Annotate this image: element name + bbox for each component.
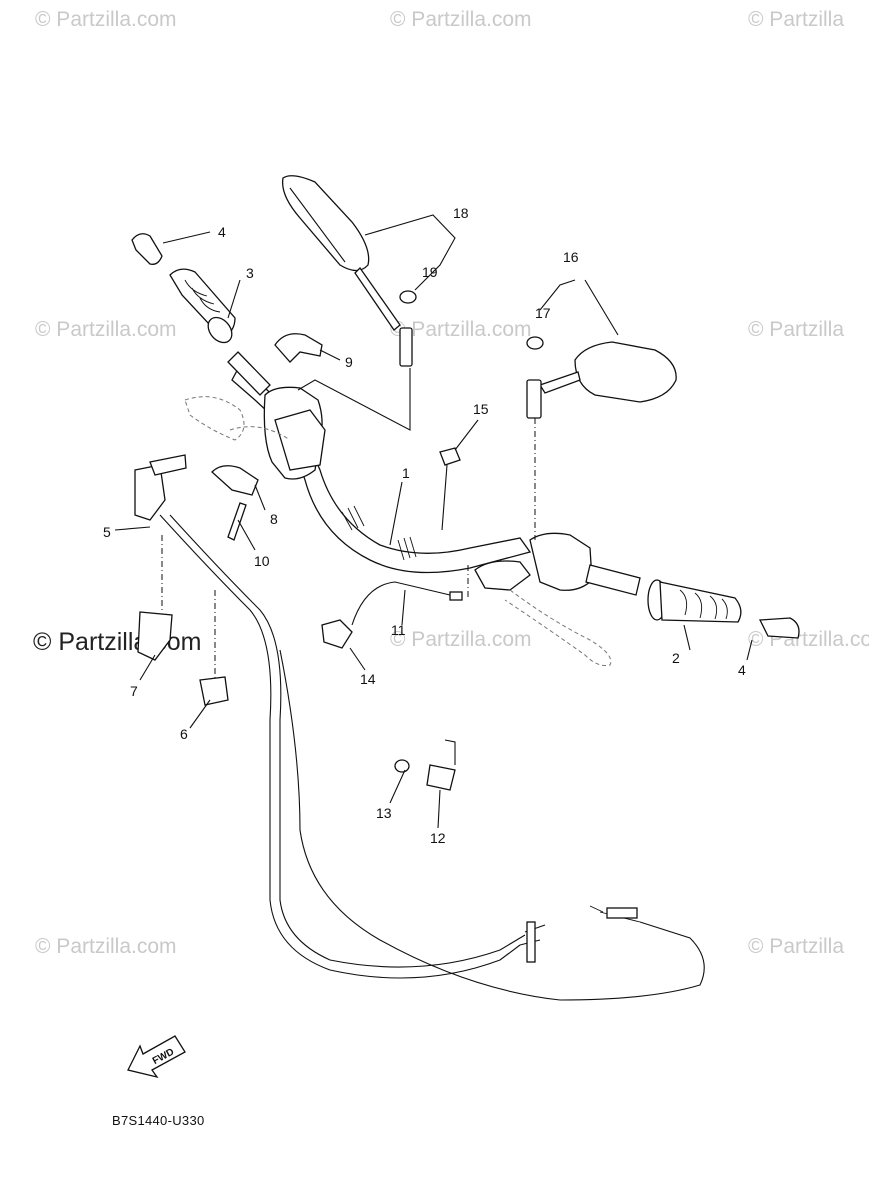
watermark: © Partzilla [748, 318, 844, 341]
callout-19: 19 [422, 264, 438, 280]
callout-4: 4 [218, 224, 226, 240]
cable-adjuster [526, 921, 536, 963]
callout-6: 6 [180, 726, 188, 742]
watermark: © Partzilla.com [35, 318, 177, 341]
callout-9: 9 [345, 354, 353, 370]
left-switch-assembly [184, 386, 326, 480]
bolt-13 [394, 759, 410, 773]
callout-4-right: 4 [738, 662, 746, 678]
holder-8 [211, 465, 259, 496]
bracket-12 [426, 764, 456, 791]
bar-end-weight-left [131, 233, 163, 265]
callout-8: 8 [270, 511, 278, 527]
callout-13: 13 [376, 805, 392, 821]
switch-lead-11 [351, 581, 451, 626]
callout-10: 10 [254, 553, 270, 569]
cable-end [606, 907, 638, 919]
callout-1: 1 [402, 465, 410, 481]
watermark: © Partzilla.com [35, 935, 177, 958]
callout-18: 18 [453, 205, 469, 221]
leader-lines [114, 214, 753, 829]
bar-end-weight-right [758, 617, 800, 639]
callout-12: 12 [430, 830, 446, 846]
left-grip [169, 268, 271, 396]
cable-tie-15 [439, 447, 461, 466]
callout-17: 17 [535, 305, 551, 321]
diagram-code: B7S1440-U330 [112, 1113, 205, 1128]
mirror-left [281, 175, 413, 367]
watermark: © Partzilla.com [390, 318, 532, 341]
watermark: © Partzilla.com [35, 8, 177, 31]
watermark-main: © Partzilla.com [33, 628, 202, 656]
watermark: © Partzilla [748, 8, 844, 31]
callout-2: 2 [672, 650, 680, 666]
throttle-cables [159, 514, 705, 1001]
fwd-arrow-icon: FWD [127, 1035, 186, 1079]
mirror-cap-17 [526, 336, 544, 350]
clamp-9 [274, 333, 323, 363]
callout-15: 15 [473, 401, 489, 417]
switch-connector [449, 591, 463, 601]
callout-5: 5 [103, 524, 111, 540]
callout-11: 11 [391, 622, 406, 638]
screw-10 [227, 502, 247, 541]
guide-7 [137, 611, 173, 661]
right-grip [585, 564, 742, 623]
mirror-right [526, 341, 677, 419]
throttle-pipe [149, 454, 187, 476]
bracket-arm [444, 739, 456, 765]
clamp-14 [321, 619, 353, 649]
mirror-cap-19 [399, 290, 417, 304]
callout-14: 14 [360, 671, 376, 687]
callout-7: 7 [130, 683, 138, 699]
watermark: © Partzilla.com [390, 8, 532, 31]
cable-tie-strap [441, 464, 448, 531]
clamp-6 [199, 676, 229, 706]
callout-16: 16 [563, 249, 579, 265]
watermark: © Partzilla.com [390, 628, 532, 651]
watermark: © Partzilla [748, 935, 844, 958]
right-switch-assembly [474, 532, 612, 666]
callout-3: 3 [246, 265, 254, 281]
